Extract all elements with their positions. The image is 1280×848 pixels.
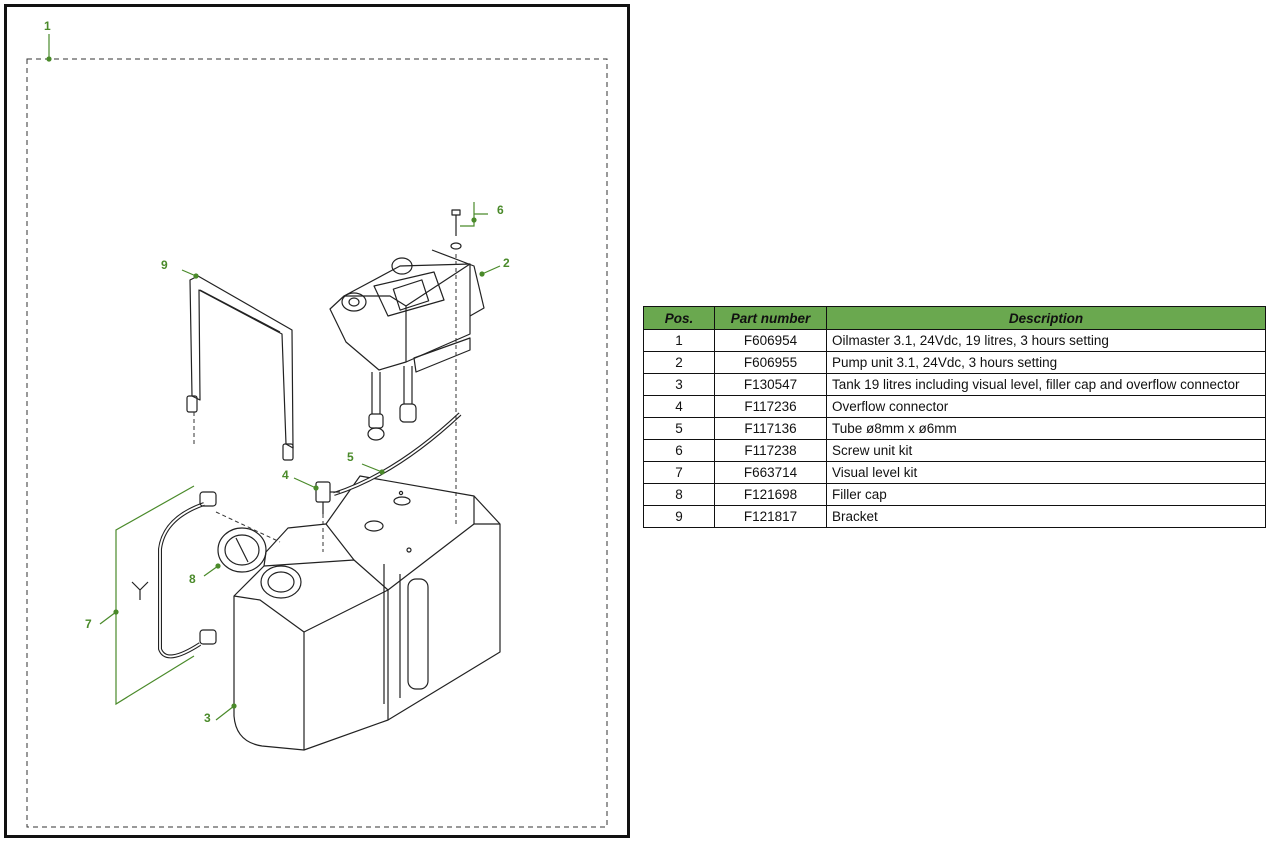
cell-part-number: F606955	[714, 351, 827, 374]
callout-8: 8	[189, 572, 196, 586]
cell-description: Tank 19 litres including visual level, f…	[826, 373, 1266, 396]
exploded-view-svg: 1 2 6 9 5 4 8 7 3	[4, 4, 630, 838]
cell-description: Tube ø8mm x ø6mm	[826, 417, 1266, 440]
cell-part-number: F121817	[714, 505, 827, 528]
cell-part-number: F606954	[714, 329, 827, 352]
table-header-row: Pos. Part number Description	[643, 306, 1266, 330]
exploded-view-drawing: 1 2 6 9 5 4 8 7 3	[4, 4, 630, 838]
cell-description: Screw unit kit	[826, 439, 1266, 462]
cell-part-number: F130547	[714, 373, 827, 396]
drawing-border	[4, 4, 630, 838]
callout-2: 2	[503, 256, 510, 270]
cell-part-number: F663714	[714, 461, 827, 484]
assembly-boundary	[26, 58, 608, 828]
cell-part-number: F121698	[714, 483, 827, 506]
cell-description: Filler cap	[826, 483, 1266, 506]
header-description: Description	[826, 306, 1266, 330]
cell-description: Overflow connector	[826, 395, 1266, 418]
cell-description: Bracket	[826, 505, 1266, 528]
tube	[333, 412, 462, 496]
cell-description: Oilmaster 3.1, 24Vdc, 19 litres, 3 hours…	[826, 329, 1266, 352]
overflow-connector	[315, 481, 340, 514]
cell-pos: 2	[643, 351, 715, 374]
cell-pos: 6	[643, 439, 715, 462]
bracket	[186, 275, 294, 461]
pump-unit	[329, 249, 485, 441]
cell-description: Visual level kit	[826, 461, 1266, 484]
cell-part-number: F117236	[714, 395, 827, 418]
callout-3: 3	[204, 711, 211, 725]
cell-pos: 4	[643, 395, 715, 418]
header-pos: Pos.	[643, 306, 715, 330]
callout-9: 9	[161, 258, 168, 272]
tank	[233, 475, 501, 751]
cell-part-number: F117238	[714, 439, 827, 462]
callout-4: 4	[282, 468, 289, 482]
cell-pos: 1	[643, 329, 715, 352]
visual-level-kit	[131, 491, 217, 659]
cell-part-number: F117136	[714, 417, 827, 440]
filler-cap	[217, 527, 267, 573]
screw	[450, 209, 462, 250]
cell-pos: 9	[643, 505, 715, 528]
callout-5: 5	[347, 450, 354, 464]
cell-pos: 8	[643, 483, 715, 506]
cell-description: Pump unit 3.1, 24Vdc, 3 hours setting	[826, 351, 1266, 374]
callout-7: 7	[85, 617, 92, 631]
header-part-number: Part number	[714, 306, 827, 330]
cell-pos: 7	[643, 461, 715, 484]
callout-1: 1	[44, 19, 51, 33]
cell-pos: 5	[643, 417, 715, 440]
callout-6: 6	[497, 203, 504, 217]
cell-pos: 3	[643, 373, 715, 396]
